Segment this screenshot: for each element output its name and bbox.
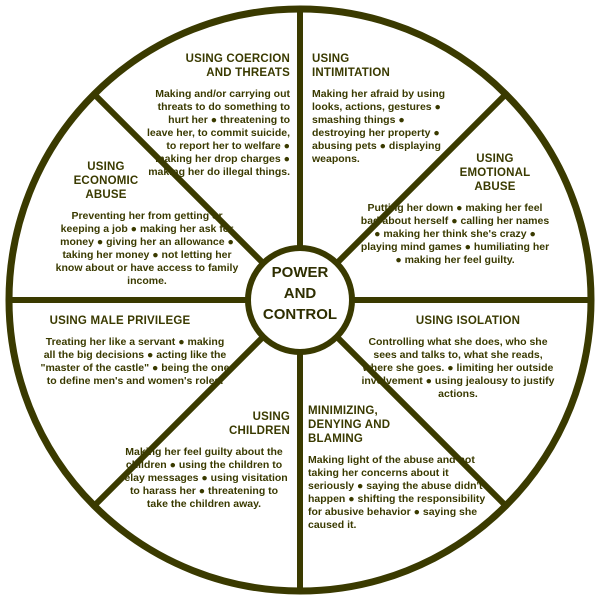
segment-emotional-abuse-body: Putting her down ● making her feel bad a… <box>360 202 550 266</box>
segment-minimizing: MINIMIZING, DENYING AND BLAMING Making l… <box>308 404 494 532</box>
segment-male-privilege-title: USING MALE PRIVILEGE <box>49 315 191 327</box>
segment-minimizing-title: MINIMIZING, DENYING AND BLAMING <box>308 405 391 445</box>
hub <box>245 245 355 355</box>
segment-intimidation-title: USING INTIMITATION <box>312 53 390 79</box>
spoke-lower-right <box>334 334 508 508</box>
segment-coercion: USING COERCION AND THREATS Making and/or… <box>140 52 290 179</box>
segment-intimidation: USING INTIMITATION Making her afraid by … <box>312 52 460 166</box>
segment-economic-abuse: USING ECONOMIC ABUSE Preventing her from… <box>52 160 242 288</box>
segment-economic-abuse-title: USING ECONOMIC ABUSE <box>73 161 139 201</box>
segment-coercion-body: Making and/or carrying out threats to do… <box>147 88 290 178</box>
hub-label: POWER AND CONTROL <box>252 262 348 325</box>
spoke-upper-left <box>92 92 266 266</box>
segment-isolation-body: Controlling what she does, who she sees … <box>361 336 555 400</box>
segment-emotional-abuse: USING EMOTIONAL ABUSE Putting her down ●… <box>360 152 550 267</box>
segment-isolation-title: USING ISOLATION <box>415 315 521 327</box>
segment-children-title: USING CHILDREN <box>228 411 290 437</box>
segment-coercion-title: USING COERCION AND THREATS <box>185 53 290 79</box>
hub-label-line1: POWER <box>271 264 329 281</box>
segment-minimizing-body: Making light of the abuse and not taking… <box>308 454 486 531</box>
segment-intimidation-body: Making her afraid by using looks, action… <box>312 88 446 165</box>
segment-economic-abuse-body: Preventing her from getting or keeping a… <box>55 210 239 287</box>
spoke-upper-right <box>334 92 508 266</box>
segment-male-privilege: USING MALE PRIVILEGE Treating her like a… <box>40 314 230 388</box>
segment-male-privilege-body: Treating her like a servant ● making all… <box>40 336 230 387</box>
hub-label-line3: CONTROL <box>262 306 338 323</box>
segment-children-body: Making her feel guilty about the childre… <box>120 446 288 510</box>
segment-children: USING CHILDREN Making her feel guilty ab… <box>118 410 290 511</box>
segment-emotional-abuse-title: USING EMOTIONAL ABUSE <box>459 153 531 193</box>
segment-isolation: USING ISOLATION Controlling what she doe… <box>360 314 556 401</box>
hub-label-line2: AND <box>283 285 317 302</box>
spoke-lower-left <box>92 334 266 508</box>
